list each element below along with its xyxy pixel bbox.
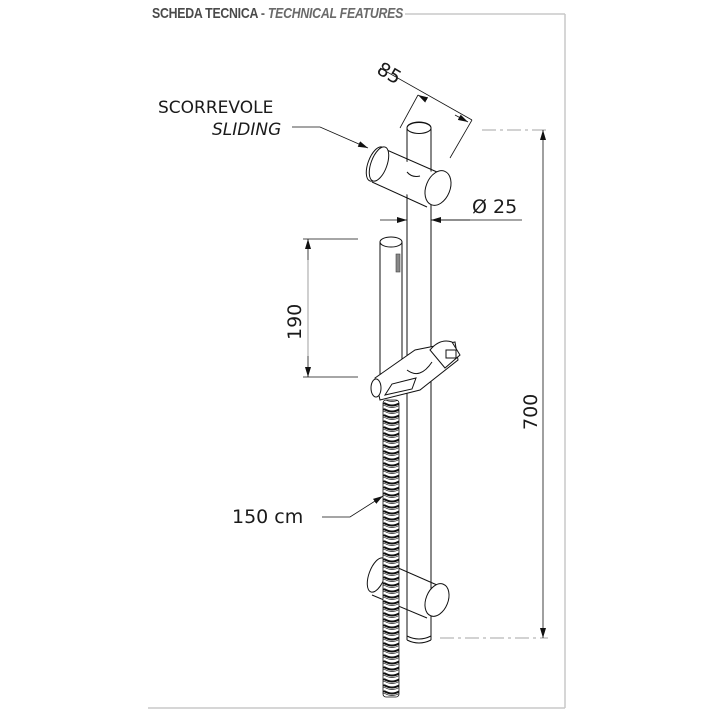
dim-label-190: 190 [284,303,306,340]
dimension-190 [303,238,358,378]
label-sliding-en: SLIDING [212,120,282,140]
dim-label-700: 700 [520,393,542,430]
shower-holder [370,340,461,401]
top-bracket [365,121,452,208]
hand-shower [379,236,403,391]
bottom-bracket [366,557,450,619]
dimension-700 [440,129,548,639]
shower-hose [382,399,400,698]
page-header: SCHEDA TECNICA - TECHNICAL FEATURES [152,5,403,22]
dim-label-diameter: Ø 25 [472,196,518,218]
label-hose-length: 150 cm [232,506,304,528]
header-title-italian: SCHEDA TECNICA [152,5,258,22]
slide-rail [406,145,432,644]
header-separator: - [260,5,265,22]
sliding-leader [292,126,369,149]
frame-border [148,13,566,709]
header-title-english: TECHNICAL FEATURES [267,5,404,22]
dimension-85 [379,67,473,159]
label-sliding-it: SCORREVOLE [158,98,274,118]
hose-leader [322,495,384,518]
